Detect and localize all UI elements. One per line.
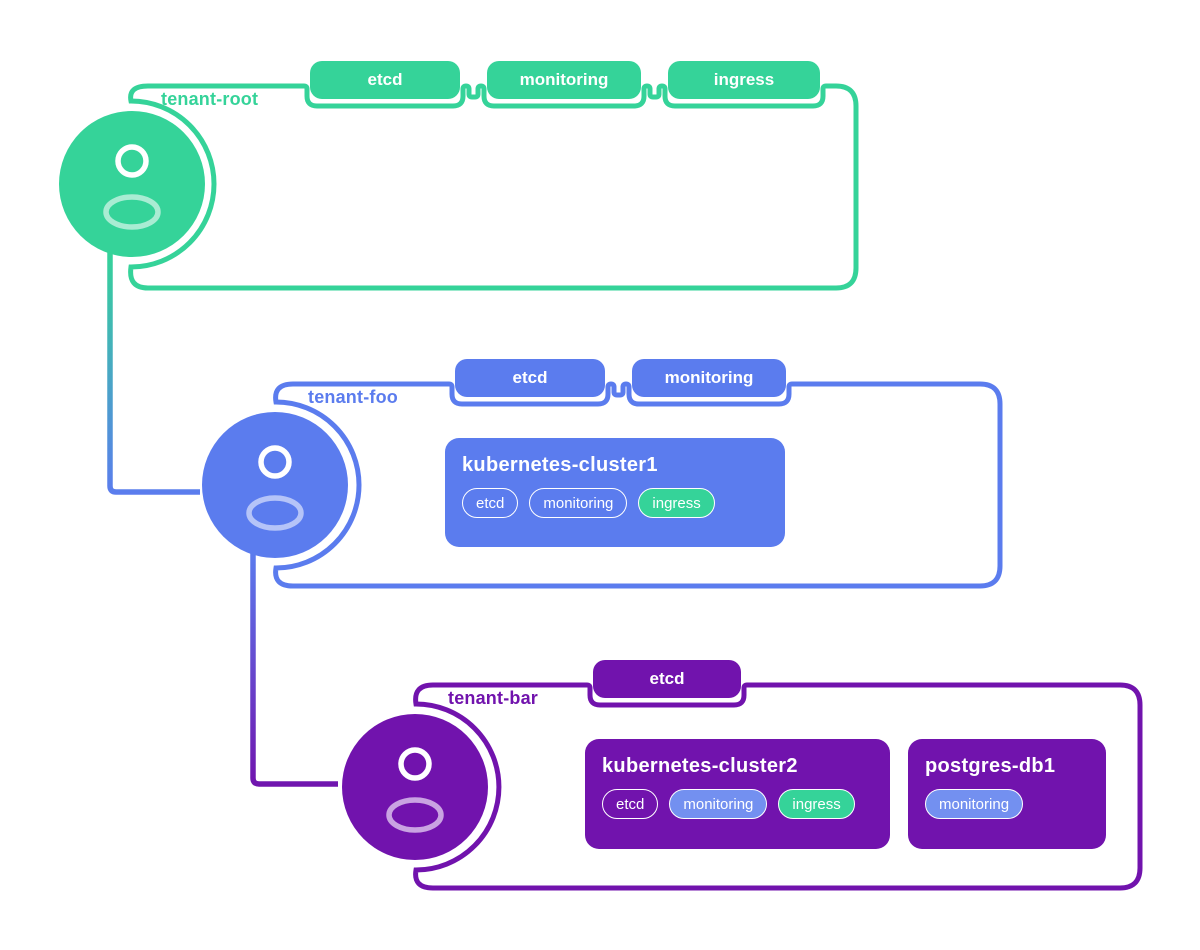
tenant-foo-avatar [202, 412, 348, 558]
tenant-bar-label: tenant-bar [448, 688, 539, 708]
workload-title: kubernetes-cluster2 [602, 755, 798, 777]
tag-etcd: etcd [602, 789, 659, 819]
tenant-bar-container-outline [413, 682, 1143, 891]
workload-tags: etcd monitoring ingress [602, 789, 873, 819]
workload-box-kubernetes-cluster1: kubernetes-cluster1 etcd monitoring ingr… [445, 438, 785, 547]
tag-monitoring: monitoring [925, 789, 1024, 819]
tenant-foo-container-outline [273, 381, 1003, 589]
tenant-foo-label: tenant-foo [308, 387, 398, 407]
tenant-foo-badge-etcd: etcd [455, 359, 605, 397]
tag-ingress: ingress [778, 789, 855, 819]
workload-tags: monitoring [925, 789, 1089, 819]
tenant-bar-avatar [342, 714, 488, 860]
workload-tags: etcd monitoring ingress [462, 488, 768, 518]
workload-title: postgres-db1 [925, 755, 1056, 777]
avatar-circle [202, 412, 348, 558]
tenant-foo-badge-monitoring: monitoring [632, 359, 786, 397]
user-icon-body [103, 194, 161, 230]
tenant-root-avatar [59, 111, 205, 257]
tenant-bar-badge-etcd: etcd [593, 660, 741, 698]
avatar-circle [342, 714, 488, 860]
tenant-root-container-outline [128, 83, 859, 291]
avatar-circle [59, 111, 205, 257]
tag-ingress: ingress [638, 488, 715, 518]
tenant-root-label: tenant-root [161, 89, 259, 109]
user-icon-body [246, 495, 304, 531]
tag-etcd: etcd [462, 488, 519, 518]
tenant-root-badge-monitoring: monitoring [487, 61, 641, 99]
tag-monitoring: monitoring [529, 488, 628, 518]
user-icon-body [386, 797, 444, 833]
user-icon-head [115, 144, 149, 178]
workload-box-kubernetes-cluster2: kubernetes-cluster2 etcd monitoring ingr… [585, 739, 890, 849]
workload-title: kubernetes-cluster1 [462, 454, 658, 476]
tenant-root-badge-ingress: ingress [668, 61, 820, 99]
tag-monitoring: monitoring [669, 789, 768, 819]
tenant-root-badge-etcd: etcd [310, 61, 460, 99]
user-icon-head [398, 747, 432, 781]
connector-root-to-foo [107, 252, 200, 495]
workload-box-postgres-db1: postgres-db1 monitoring [908, 739, 1106, 849]
connector-foo-to-bar [250, 552, 338, 787]
user-icon-head [258, 445, 292, 479]
